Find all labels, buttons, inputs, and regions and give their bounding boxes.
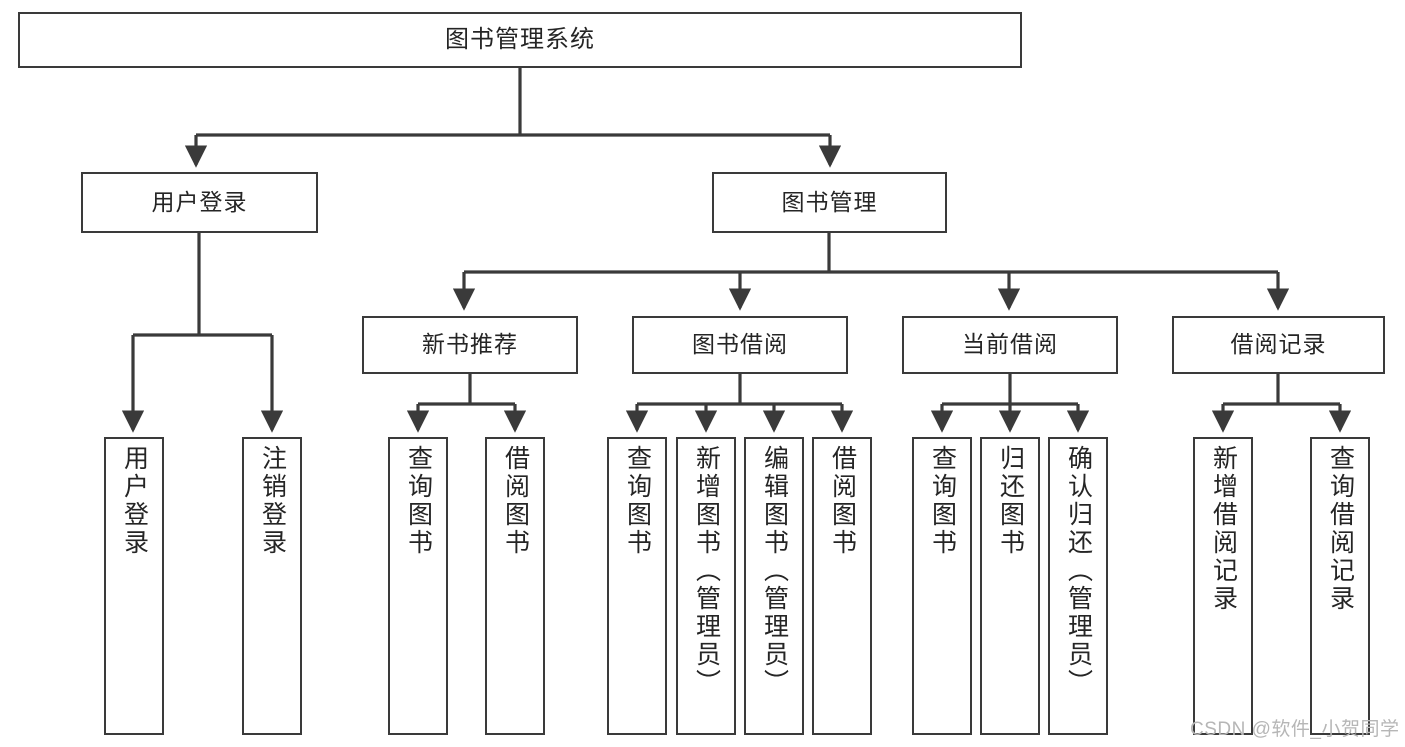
node-label: 注销登录: [258, 445, 287, 557]
node-label: 当前借阅: [962, 331, 1058, 358]
leaf-query-borrow-record[interactable]: 查询借阅记录: [1310, 437, 1370, 735]
node-label: 查询借阅记录: [1326, 445, 1355, 613]
node-book-management[interactable]: 图书管理: [712, 172, 947, 233]
node-borrowing-record[interactable]: 借阅记录: [1172, 316, 1385, 374]
node-label: 查询图书: [404, 445, 433, 557]
node-current-borrowing[interactable]: 当前借阅: [902, 316, 1118, 374]
node-label: 编辑图书（管理员）: [760, 445, 789, 697]
node-book-borrowing[interactable]: 图书借阅: [632, 316, 848, 374]
node-label: 借阅图书: [501, 445, 530, 557]
node-label: 新书推荐: [422, 331, 518, 358]
node-label: 查询图书: [928, 445, 957, 557]
leaf-user-login[interactable]: 用户登录: [104, 437, 164, 735]
node-label: 确认归还（管理员）: [1064, 445, 1093, 697]
node-label: 图书管理: [781, 188, 878, 215]
node-label: 用户登录: [151, 188, 248, 215]
leaf-edit-book-admin[interactable]: 编辑图书（管理员）: [744, 437, 804, 735]
leaf-query-book-current[interactable]: 查询图书: [912, 437, 972, 735]
node-label: 查询图书: [623, 445, 652, 557]
node-label: 图书借阅: [692, 331, 788, 358]
leaf-borrow-book-recommend[interactable]: 借阅图书: [485, 437, 545, 735]
node-label: 图书管理系统: [445, 25, 595, 53]
leaf-confirm-return-admin[interactable]: 确认归还（管理员）: [1048, 437, 1108, 735]
leaf-logout[interactable]: 注销登录: [242, 437, 302, 735]
node-label: 新增借阅记录: [1209, 445, 1238, 613]
node-new-book-recommendation[interactable]: 新书推荐: [362, 316, 578, 374]
leaf-add-borrow-record[interactable]: 新增借阅记录: [1193, 437, 1253, 735]
leaf-query-book-borrow[interactable]: 查询图书: [607, 437, 667, 735]
watermark-text: CSDN @软件_小贺同学: [1190, 719, 1400, 740]
node-user-login[interactable]: 用户登录: [81, 172, 318, 233]
node-label: 借阅记录: [1230, 331, 1327, 358]
node-label: 新增图书（管理员）: [692, 445, 721, 697]
node-label: 用户登录: [120, 445, 149, 557]
leaf-return-book[interactable]: 归还图书: [980, 437, 1040, 735]
leaf-add-book-admin[interactable]: 新增图书（管理员）: [676, 437, 736, 735]
node-label: 归还图书: [996, 445, 1025, 557]
node-label: 借阅图书: [828, 445, 857, 557]
leaf-borrow-book[interactable]: 借阅图书: [812, 437, 872, 735]
leaf-query-book-recommend[interactable]: 查询图书: [388, 437, 448, 735]
node-root-book-management-system[interactable]: 图书管理系统: [18, 12, 1022, 68]
